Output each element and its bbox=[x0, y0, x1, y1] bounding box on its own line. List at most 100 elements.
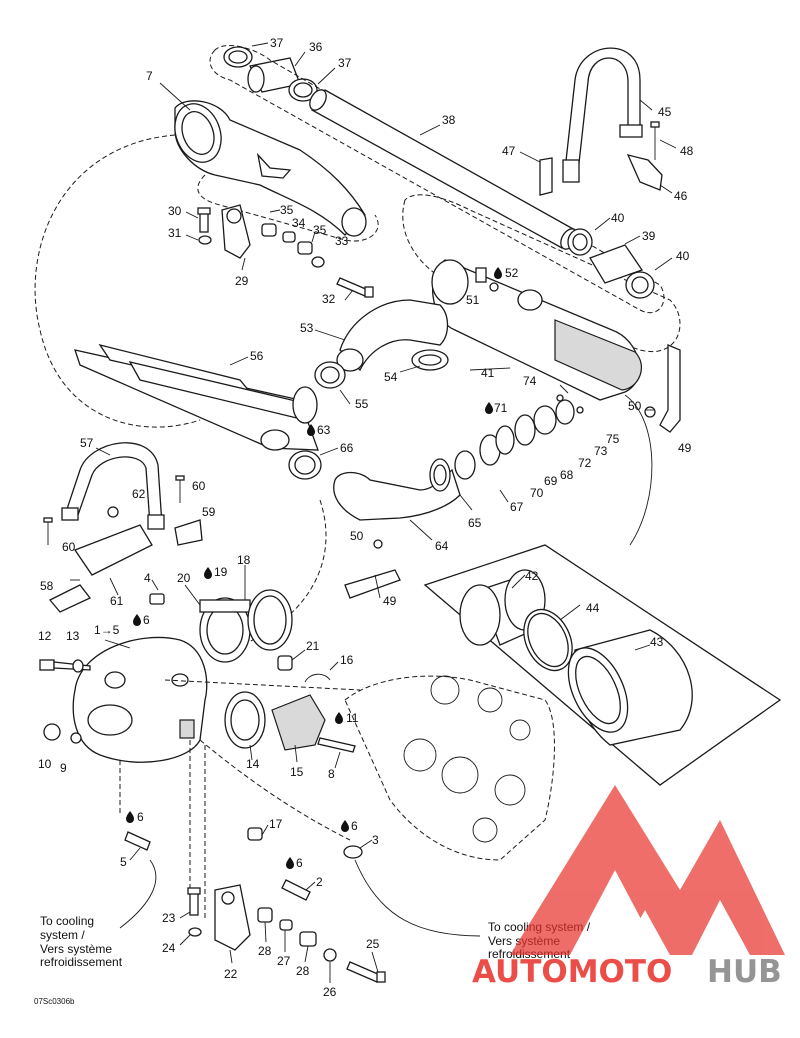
bolt-60-a bbox=[175, 475, 185, 503]
callout-14: 14 bbox=[246, 757, 260, 771]
callout-17: 17 bbox=[269, 817, 283, 831]
callout-54: 54 bbox=[384, 370, 398, 384]
callout-1-to-5: 1→5 bbox=[94, 623, 120, 637]
arrow-right-cooling bbox=[354, 859, 481, 937]
callout-leaders bbox=[70, 42, 677, 983]
callout-18: 18 bbox=[237, 553, 251, 567]
callout-25: 25 bbox=[366, 937, 380, 951]
callout-24: 24 bbox=[162, 941, 176, 955]
callout-70: 70 bbox=[530, 486, 544, 500]
callout-68: 68 bbox=[560, 468, 574, 482]
bracket-47 bbox=[539, 157, 553, 196]
callout-50: 50 bbox=[628, 399, 642, 413]
drop-icon bbox=[335, 712, 343, 724]
drop-icon bbox=[307, 424, 315, 436]
strap-45 bbox=[562, 47, 643, 183]
muffler-41 bbox=[431, 259, 642, 401]
callout-73: 73 bbox=[594, 444, 608, 458]
callout-33: 33 bbox=[335, 234, 349, 248]
bushing-28b bbox=[299, 931, 317, 947]
callout-58: 58 bbox=[40, 579, 54, 593]
callout-7: 7 bbox=[146, 69, 153, 83]
bracket-46 bbox=[626, 154, 663, 191]
arrow-left-cooling bbox=[119, 859, 157, 929]
callout-23: 23 bbox=[162, 911, 176, 925]
drop-icon bbox=[133, 614, 141, 626]
callout-8: 8 bbox=[328, 767, 335, 781]
plate-49-lower bbox=[344, 569, 401, 599]
gasket-14 bbox=[224, 691, 266, 749]
drop-icon bbox=[341, 820, 349, 832]
lubricant-drop-icons bbox=[126, 267, 502, 869]
mount-22 bbox=[214, 884, 251, 951]
callout-19: 19 bbox=[214, 565, 228, 579]
callout-69: 69 bbox=[544, 474, 558, 488]
spacer-27 bbox=[279, 919, 293, 931]
callout-60: 60 bbox=[192, 479, 206, 493]
callout-75: 75 bbox=[606, 432, 620, 446]
callout-26: 26 bbox=[323, 985, 337, 999]
callout-22: 22 bbox=[224, 967, 238, 981]
clamp-55 bbox=[314, 361, 346, 389]
washer-24 bbox=[188, 927, 202, 937]
callout-37: 37 bbox=[338, 56, 352, 70]
bushing-28a bbox=[257, 907, 273, 923]
callout-6: 6 bbox=[296, 856, 303, 870]
callout-15: 15 bbox=[290, 765, 304, 779]
callout-28: 28 bbox=[258, 944, 272, 958]
callout-52: 52 bbox=[505, 266, 519, 280]
callout-44: 44 bbox=[586, 601, 600, 615]
drop-icon bbox=[485, 402, 493, 414]
callout-6: 6 bbox=[351, 819, 358, 833]
callout-5: 5 bbox=[120, 855, 127, 869]
clamp-37-bottom bbox=[288, 78, 318, 102]
callout-47: 47 bbox=[502, 144, 516, 158]
drawing-code: 07Sc0306b bbox=[34, 997, 75, 1006]
callout-64: 64 bbox=[435, 539, 449, 553]
cooling-note-left: To cooling system / Vers système refroid… bbox=[40, 914, 123, 969]
bolt-60-b bbox=[43, 517, 53, 545]
callout-16: 16 bbox=[340, 653, 354, 667]
callout-13: 13 bbox=[66, 629, 80, 643]
callout-50: 50 bbox=[350, 529, 364, 543]
callout-55: 55 bbox=[355, 397, 369, 411]
clamp-40-lower bbox=[625, 271, 655, 299]
callout-40: 40 bbox=[676, 249, 690, 263]
screw-32 bbox=[336, 277, 374, 298]
washer-9 bbox=[70, 732, 82, 744]
sleeve-36 bbox=[247, 57, 301, 93]
bushing-17 bbox=[247, 827, 263, 841]
ring-set-67-75 bbox=[454, 394, 584, 480]
callout-10: 10 bbox=[38, 757, 52, 771]
callout-31: 31 bbox=[168, 226, 182, 240]
callout-35: 35 bbox=[280, 203, 294, 217]
screw-25 bbox=[346, 961, 386, 983]
callout-29: 29 bbox=[235, 274, 249, 288]
callout-11: 11 bbox=[346, 711, 359, 725]
screw-62 bbox=[107, 506, 119, 518]
callout-21: 21 bbox=[306, 639, 320, 653]
callout-72: 72 bbox=[578, 456, 592, 470]
bolt-23 bbox=[187, 887, 201, 916]
mount-29 bbox=[221, 204, 251, 259]
drop-icon bbox=[204, 567, 212, 579]
bracket-58 bbox=[48, 584, 92, 613]
fitting-51 bbox=[475, 267, 499, 292]
engine-block bbox=[344, 675, 555, 861]
bracket-59 bbox=[174, 519, 203, 546]
callout-38: 38 bbox=[442, 113, 456, 127]
silencer-frame bbox=[423, 544, 782, 786]
clamp-66 bbox=[288, 450, 322, 480]
svg-text:Vers système: Vers système bbox=[40, 942, 112, 956]
callout-46: 46 bbox=[674, 189, 688, 203]
clamp-37-top bbox=[223, 46, 253, 68]
tuned-pipe-56 bbox=[74, 343, 319, 451]
parts-artwork bbox=[34, 44, 782, 983]
callout-42: 42 bbox=[525, 569, 539, 583]
callout-63: 63 bbox=[317, 423, 331, 437]
nut-10 bbox=[43, 723, 61, 741]
callout-3: 3 bbox=[372, 833, 379, 847]
callout-numbers: 37 36 37 7 38 45 48 47 46 30 35 34 35 33… bbox=[38, 36, 694, 999]
drop-icon bbox=[126, 811, 134, 823]
